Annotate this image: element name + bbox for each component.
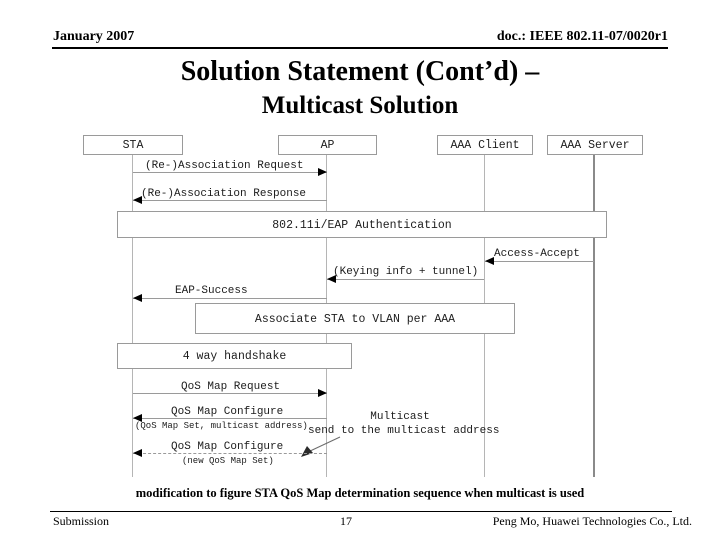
msg-line-eap-success <box>133 298 327 299</box>
msg-label-qos-map-configure: QoS Map Configure <box>171 406 284 418</box>
multicast-note: Multicast send to the multicast address <box>308 410 500 438</box>
arrow-left-icon <box>133 196 142 204</box>
msg-label-qos-map-configure-new: QoS Map Configure <box>171 441 284 453</box>
actor-box-ap: AP <box>278 135 377 155</box>
msg-label-eap-success: EAP-Success <box>175 285 248 297</box>
header-doc-number: doc.: IEEE 802.11-07/0020r1 <box>496 29 668 44</box>
msg-line-qos-map-configure-new <box>133 453 327 454</box>
msg-line-access-accept <box>485 261 594 262</box>
arrow-right-icon <box>318 168 327 176</box>
msg-label-reassoc-request: (Re-)Association Request <box>145 160 304 172</box>
msg-label-keying-info: (Keying info + tunnel) <box>333 266 479 278</box>
footer-page-number: 17 <box>340 514 352 528</box>
msg-line-qos-map-configure <box>133 418 327 419</box>
page-title-line2: Multicast Solution <box>261 92 459 119</box>
lifeline-aaa-server <box>593 155 595 477</box>
arrow-left-icon <box>133 414 142 422</box>
actor-box-aaa-client: AAA Client <box>437 135 533 155</box>
multicast-note-line1: Multicast <box>370 411 430 423</box>
multicast-note-line2: send to the multicast address <box>308 425 500 437</box>
arrow-left-icon <box>485 257 494 265</box>
span-box-eap-authentication: 802.11i/EAP Authentication <box>117 211 607 238</box>
note-pointer-arrow-icon <box>301 436 341 457</box>
footer-submission: Submission <box>53 514 110 528</box>
span-box-vlan-association: Associate STA to VLAN per AAA <box>195 303 515 334</box>
msg-line-keying-info <box>327 279 484 280</box>
header-date: January 2007 <box>53 29 135 44</box>
arrow-left-icon <box>133 449 142 457</box>
msg-label-qos-map-request: QoS Map Request <box>181 381 281 393</box>
msg-sublabel-new-qos-map-set: (new QoS Map Set) <box>182 456 274 466</box>
footer-author: Peng Mo, Huawei Technologies Co., Ltd. <box>492 514 692 528</box>
arrow-left-icon <box>133 294 142 302</box>
footer-rule <box>50 511 672 512</box>
page-title-line1: Solution Statement (Cont’d) – <box>180 56 540 87</box>
arrow-right-icon <box>318 389 327 397</box>
lifeline-sta <box>132 155 133 477</box>
arrow-left-icon <box>327 275 336 283</box>
actor-box-sta: STA <box>83 135 183 155</box>
msg-line-qos-map-request <box>133 393 327 394</box>
msg-label-access-accept: Access-Accept <box>494 248 580 260</box>
msg-label-reassoc-response: (Re-)Association Response <box>141 188 307 200</box>
span-box-4way-handshake: 4 way handshake <box>117 343 352 369</box>
msg-sublabel-qos-map-set: (QoS Map Set, multicast address) <box>135 421 308 431</box>
actor-box-aaa-server: AAA Server <box>547 135 643 155</box>
header-rule <box>52 47 668 49</box>
figure-caption: modification to figure STA QoS Map deter… <box>135 486 585 500</box>
msg-line-reassoc-request <box>133 172 327 173</box>
msg-line-reassoc-response <box>133 200 327 201</box>
